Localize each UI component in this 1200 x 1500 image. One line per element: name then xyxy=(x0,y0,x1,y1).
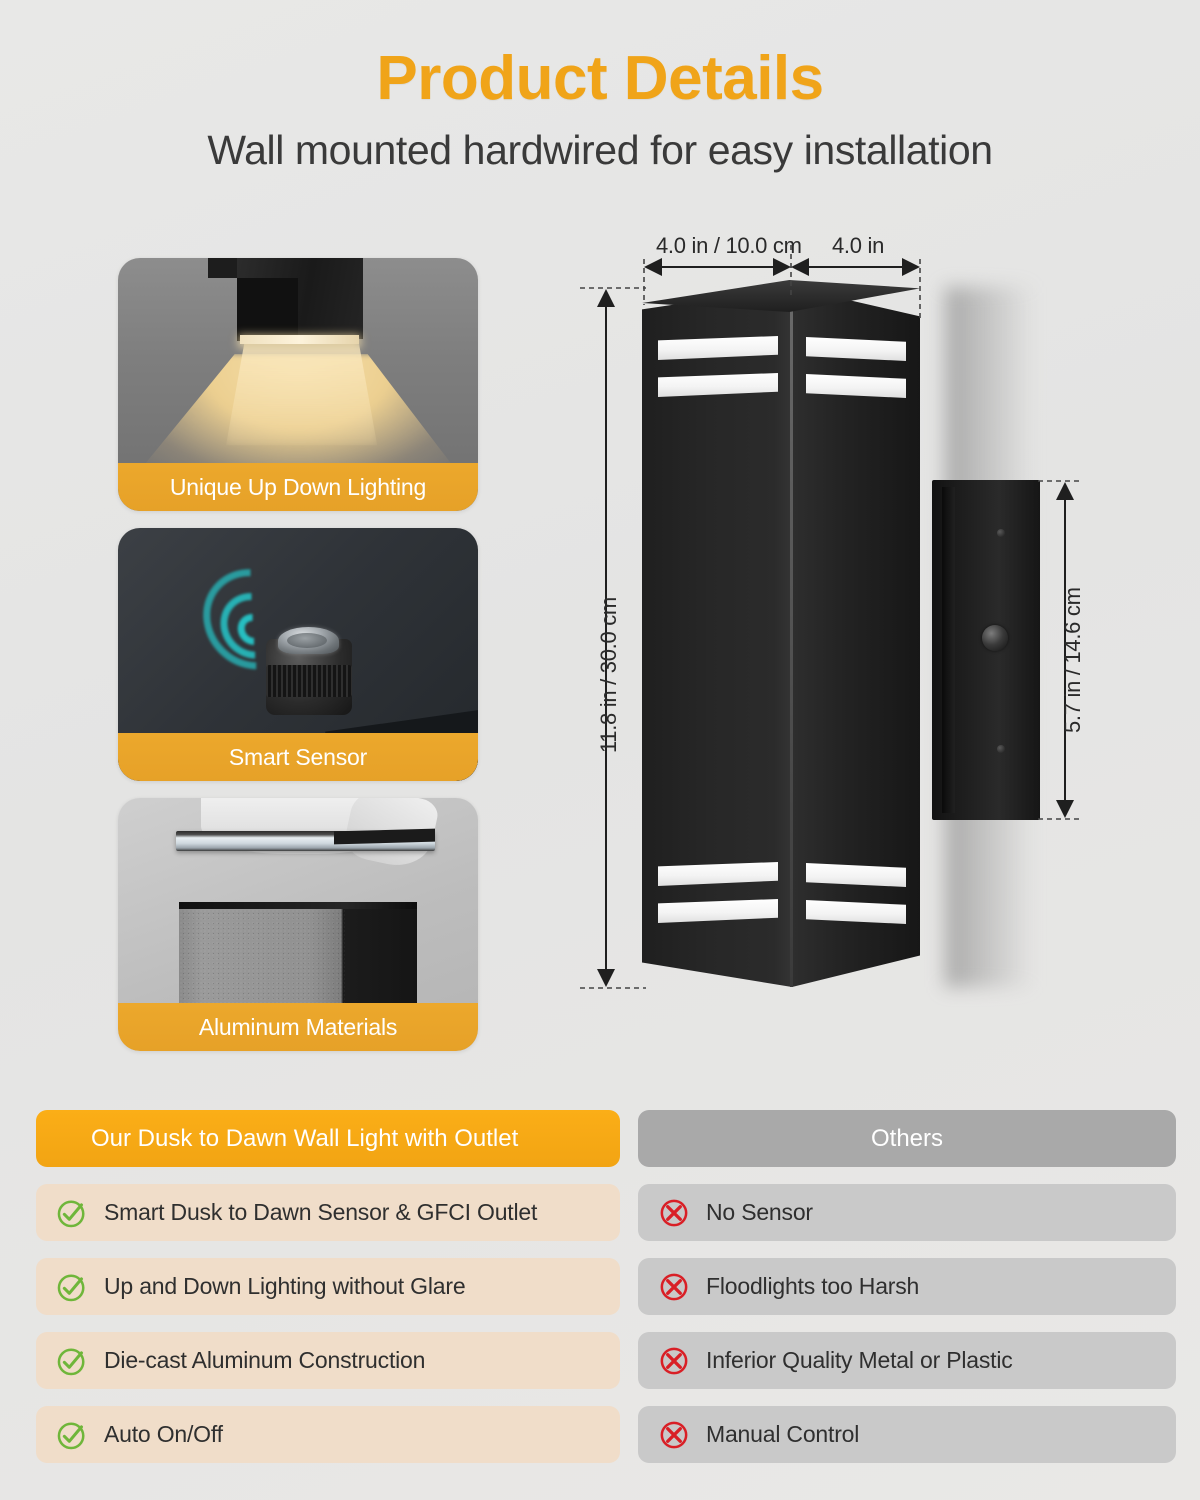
check-circle-icon xyxy=(57,1199,85,1227)
up-down-light-icon xyxy=(118,258,478,511)
cross-circle-icon xyxy=(660,1347,688,1374)
dimension-label-depth: 5.7 in / 14.6 cm xyxy=(1060,587,1085,733)
feature-card-caption: Aluminum Materials xyxy=(118,1003,478,1051)
dimension-label-height: 11.8 in / 30.0 cm xyxy=(596,597,621,753)
feature-card-aluminum-materials[interactable]: Aluminum Materials xyxy=(118,798,478,1051)
table-cell-label: Up and Down Lighting without Glare xyxy=(104,1273,466,1299)
page-subtitle: Wall mounted hardwired for easy installa… xyxy=(207,127,993,174)
table-cell-label: Floodlights too Harsh xyxy=(706,1273,920,1299)
table-cell-label: Smart Dusk to Dawn Sensor & GFCI Outlet xyxy=(104,1199,538,1225)
fixture-corner-seam xyxy=(790,287,793,987)
table-row: Inferior Quality Metal or Plastic xyxy=(638,1332,1176,1389)
page-title: Product Details xyxy=(376,44,824,113)
light-slot xyxy=(806,863,906,887)
light-slot xyxy=(806,900,906,924)
table-row: No Sensor xyxy=(638,1184,1176,1241)
table-row: Smart Dusk to Dawn Sensor & GFCI Outlet xyxy=(36,1184,620,1241)
feature-card-smart-sensor[interactable]: Smart Sensor xyxy=(118,528,478,781)
feature-card-caption: Unique Up Down Lighting xyxy=(118,463,478,511)
bracket-screw-icon xyxy=(997,529,1005,537)
bracket-screw-icon xyxy=(997,745,1005,753)
table-cell-label: Die-cast Aluminum Construction xyxy=(104,1347,426,1373)
outlet-knob-icon xyxy=(982,625,1008,651)
table-row: Up and Down Lighting without Glare xyxy=(36,1258,620,1315)
page-header: Product Details Wall mounted hardwired f… xyxy=(0,0,1200,174)
check-circle-icon xyxy=(57,1273,85,1301)
bracket-slot xyxy=(942,487,955,813)
table-cell-label: No Sensor xyxy=(706,1199,813,1225)
dimension-label-width-front: 4.0 in / 10.0 cm xyxy=(656,233,802,258)
feature-card-caption: Smart Sensor xyxy=(118,733,478,781)
product-dimension-diagram: 4.0 in / 10.0 cm 4.0 in 11.8 in / 30.0 c… xyxy=(560,225,1180,1035)
comparison-column-others: Others No Sensor Floodlights too Harsh xyxy=(638,1110,1176,1463)
check-circle-icon xyxy=(57,1421,85,1449)
check-circle-icon xyxy=(57,1347,85,1375)
comparison-header-others: Others xyxy=(638,1110,1176,1167)
light-slot xyxy=(806,337,906,361)
table-cell-label: Inferior Quality Metal or Plastic xyxy=(706,1347,1013,1373)
comparison-column-ours: Our Dusk to Dawn Wall Light with Outlet … xyxy=(36,1110,620,1463)
table-row: Die-cast Aluminum Construction xyxy=(36,1332,620,1389)
table-cell-label: Auto On/Off xyxy=(104,1421,223,1447)
table-cell-label: Manual Control xyxy=(706,1421,860,1447)
cross-circle-icon xyxy=(660,1199,688,1226)
light-slot xyxy=(806,374,906,398)
comparison-header-ours: Our Dusk to Dawn Wall Light with Outlet xyxy=(36,1110,620,1167)
feature-card-up-down-lighting[interactable]: Unique Up Down Lighting xyxy=(118,258,478,511)
feature-card-list: Unique Up Down Lighting Smart Sensor xyxy=(118,258,478,1068)
cross-circle-icon xyxy=(660,1273,688,1300)
table-row: Floodlights too Harsh xyxy=(638,1258,1176,1315)
cross-circle-icon xyxy=(660,1421,688,1448)
table-row: Manual Control xyxy=(638,1406,1176,1463)
table-row: Auto On/Off xyxy=(36,1406,620,1463)
dimension-label-width-side: 4.0 in xyxy=(832,233,885,258)
